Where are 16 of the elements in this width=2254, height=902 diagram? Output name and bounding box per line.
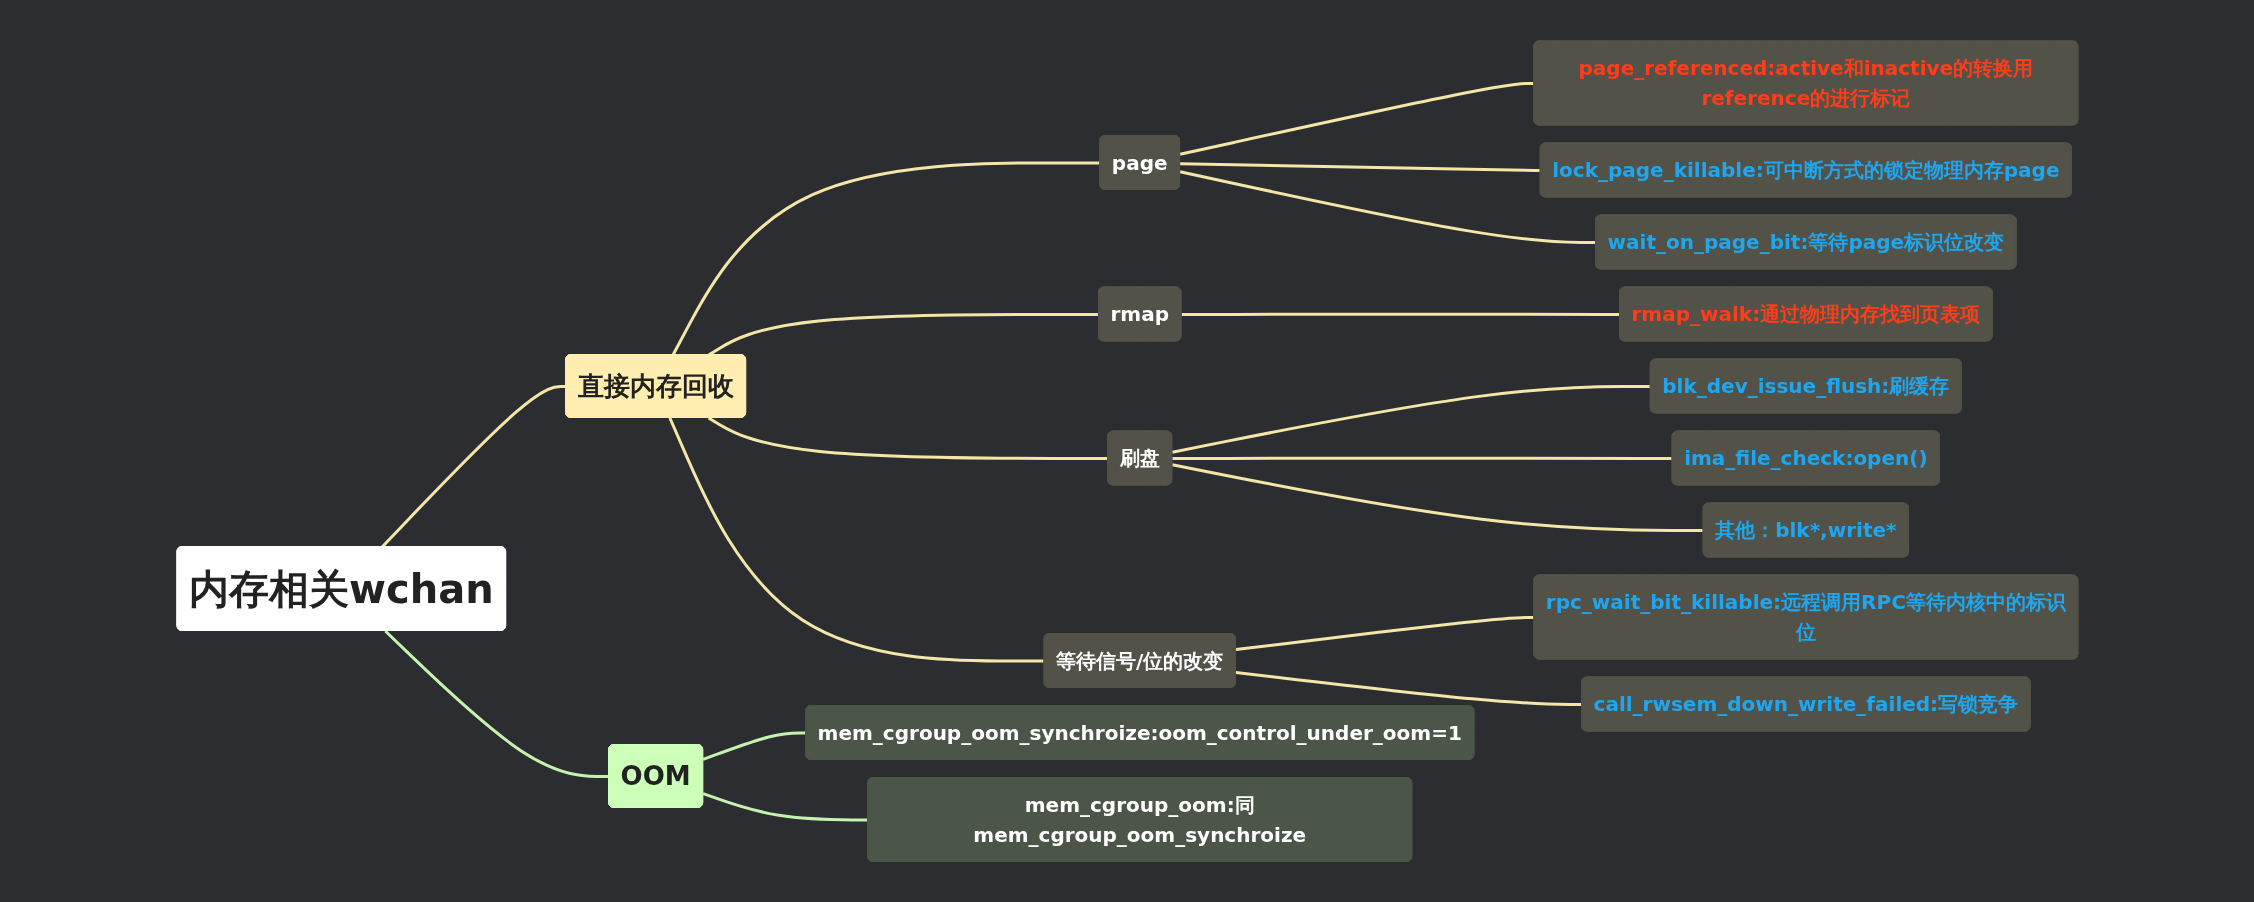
connector [702,731,806,761]
connector [1235,670,1582,706]
connector [668,417,1045,663]
connector [1179,170,1596,244]
connector [383,629,609,778]
connector [1179,81,1534,156]
connector [1235,615,1534,651]
connector [707,416,1108,460]
connector [1171,463,1704,532]
connector [1179,162,1541,172]
connector [1181,312,1620,316]
connector [1171,384,1651,454]
connector [1171,456,1673,460]
connector [671,161,1100,356]
connector [380,384,566,548]
connector [702,791,868,822]
